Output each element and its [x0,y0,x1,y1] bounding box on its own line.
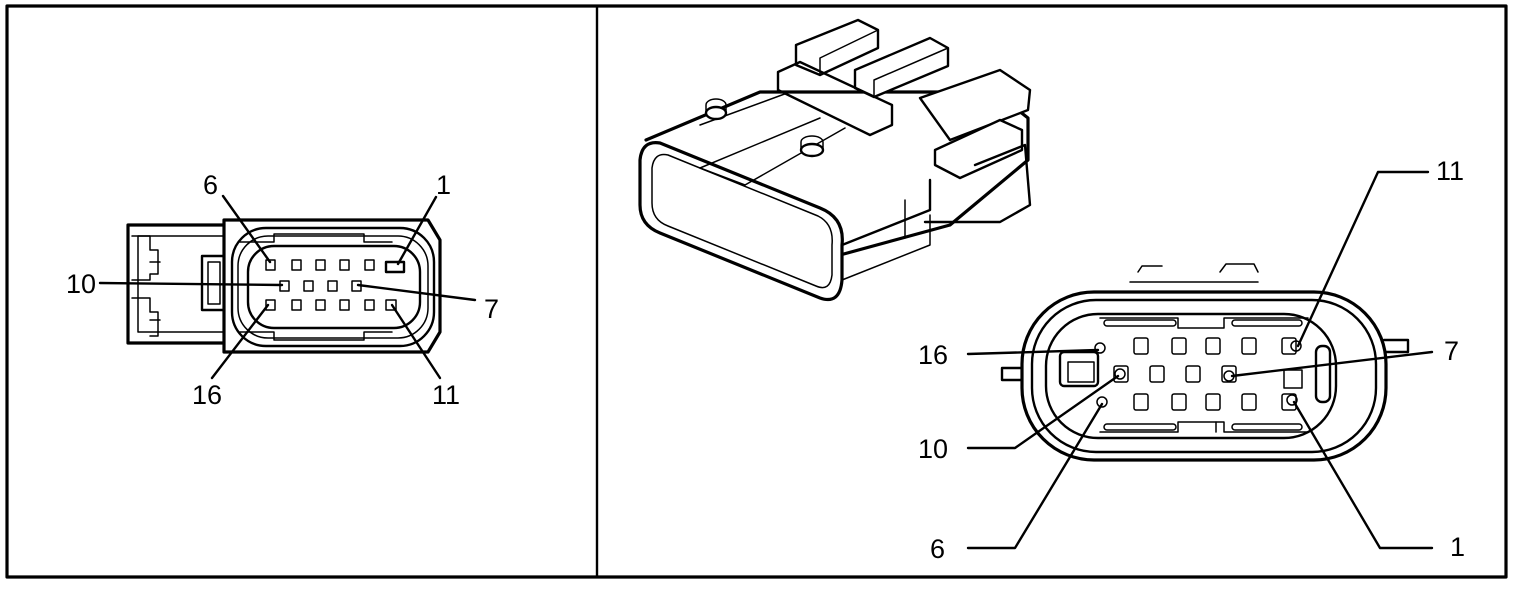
terminal-cavity [1281,337,1297,355]
terminal-cavity [339,299,350,311]
terminal-cavity [291,259,302,271]
pin-label-16: 16 [918,340,948,370]
pin-label-1: 1 [1450,532,1465,562]
left-terminal-cavities [265,259,406,311]
terminal-cavity [1205,337,1221,355]
leader-line [966,348,1100,356]
connector-front-opening [638,141,844,302]
leader-line [966,374,1120,450]
leader-line [1296,170,1430,348]
pin-label-6: 6 [930,534,945,564]
pin-label-10: 10 [66,269,96,299]
terminal-cavity [291,299,302,311]
leader-line [390,303,442,380]
right-face-side-tab-left [1000,366,1026,382]
isometric-connector-view [638,18,1032,302]
terminal-cavity [265,259,276,271]
terminal-cavity [364,299,375,311]
terminal-cavity [303,280,314,292]
pin-label-11: 11 [1436,156,1464,186]
pin-label-10: 10 [918,434,948,464]
terminal-cavity [265,299,276,311]
terminal-cavity [1133,337,1149,355]
pin-label-6: 6 [203,170,218,200]
left-connector-face-view: 6 1 10 7 16 11 [66,170,499,410]
terminal-cavity [1096,396,1108,408]
right-connector-face-view: 11 16 7 10 6 1 [918,156,1465,564]
leader-line [396,195,438,266]
terminal-cavity [385,299,397,311]
left-face-outer-shell [222,218,442,354]
pin-label-1: 1 [436,170,451,200]
terminal-cavity [1171,393,1187,411]
terminal-cavity [1133,393,1149,411]
pin-label-16: 16 [192,380,222,410]
terminal-cavity [384,260,406,274]
pin-label-7: 7 [1444,336,1459,366]
leader-line [210,303,270,380]
leader-line [1292,400,1434,550]
terminal-cavity [339,259,350,271]
pin-label-11: 11 [432,380,460,410]
terminal-cavity [1171,337,1187,355]
leader-line [966,402,1104,550]
terminal-cavity [1290,340,1302,352]
terminal-cavity [1286,394,1298,406]
terminal-cavity [1241,393,1257,411]
leader-line [1230,350,1434,378]
leader-line [356,283,477,302]
terminal-cavity [315,259,326,271]
right-contact-cavity [1044,312,1338,440]
leader-line [98,281,284,287]
terminal-cavity [1241,337,1257,355]
terminal-cavity [1185,365,1201,383]
terminal-cavity [1094,342,1106,354]
terminal-cavity [364,259,375,271]
figure-frame [5,4,1508,579]
right-face-side-tab-right [1382,338,1410,354]
terminal-cavity [315,299,326,311]
leader-line [221,194,272,264]
right-face-outer-shell [1020,290,1388,462]
terminal-cavity [1113,365,1129,383]
terminal-cavity [1114,368,1126,380]
left-contact-cavity [246,244,422,330]
terminal-cavity [1221,365,1237,383]
terminal-cavity [1205,393,1221,411]
terminal-cavity [327,280,338,292]
pin-label-7: 7 [484,294,499,324]
terminal-cavity [1149,365,1165,383]
